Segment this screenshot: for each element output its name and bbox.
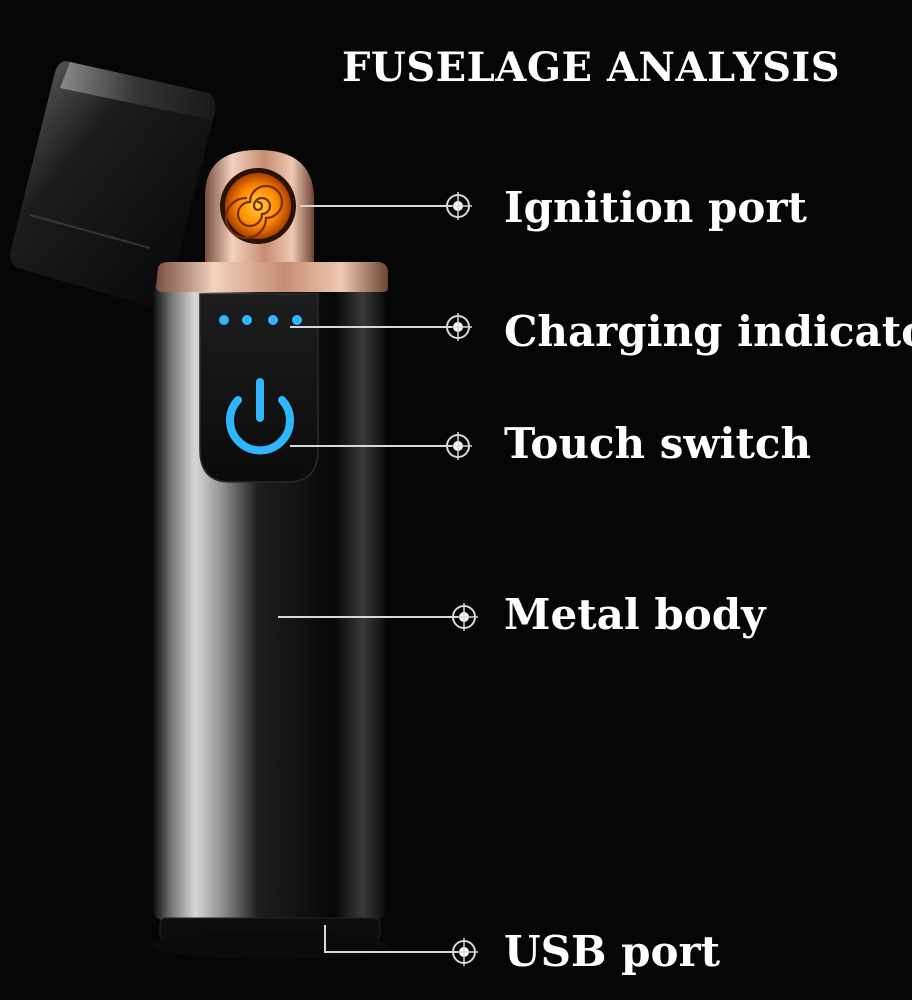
- leader-line-usb: [324, 925, 458, 953]
- cap: [10, 61, 216, 307]
- callout-label-metal-body: Metal body: [504, 590, 766, 639]
- callout-label-usb-port: USB port: [504, 927, 720, 976]
- indicator-dot: [219, 315, 229, 325]
- target-marker-touch: [444, 432, 472, 460]
- target-marker-metal: [450, 603, 478, 631]
- callout-label-charging-indicator: Charging indicator: [504, 307, 912, 356]
- callout-label-ignition-port: Ignition port: [504, 183, 807, 232]
- callout-label-touch-switch: Touch switch: [504, 419, 811, 468]
- ignition-head: [205, 150, 314, 262]
- collar: [156, 262, 388, 292]
- power-icon: [226, 378, 294, 455]
- target-marker-ignition: [444, 192, 472, 220]
- indicator-dot: [242, 315, 252, 325]
- target-marker-charging: [444, 313, 472, 341]
- indicator-dot: [292, 315, 302, 325]
- page-title: FUSELAGE ANALYSIS: [342, 44, 841, 91]
- target-marker-usb: [450, 938, 478, 966]
- indicator-dot: [268, 315, 278, 325]
- charging-indicator: [219, 315, 302, 325]
- leader-lines: [278, 205, 458, 953]
